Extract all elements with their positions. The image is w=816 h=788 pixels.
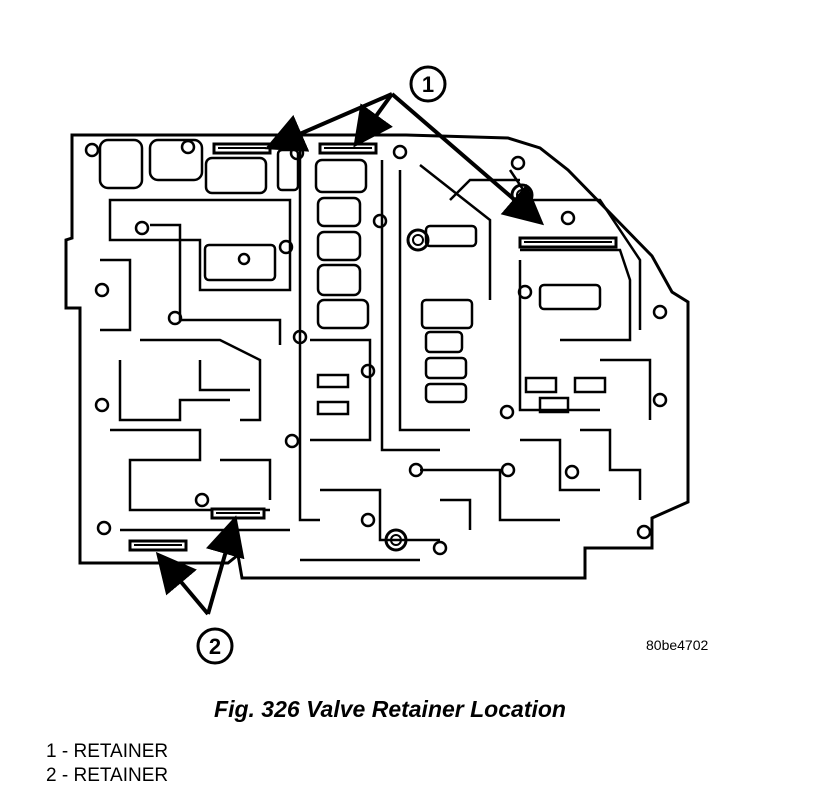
callout-2-number: 2 xyxy=(209,634,221,659)
legend: 1 - RETAINER 2 - RETAINER xyxy=(46,740,168,788)
legend-label: RETAINER xyxy=(73,765,169,786)
legend-label: RETAINER xyxy=(73,741,169,762)
legend-number: 1 xyxy=(46,741,57,762)
callout-1-circle xyxy=(409,65,447,103)
callout-1-arrows xyxy=(264,92,545,226)
check-balls xyxy=(384,183,534,552)
callout-1-number: 1 xyxy=(422,72,434,97)
retainer-1-group xyxy=(212,142,618,249)
figure-caption: Fig. 326 Valve Retainer Location xyxy=(214,696,566,722)
valve-body-diagram: 1 2 xyxy=(64,65,690,665)
legend-item: 1 - RETAINER xyxy=(46,740,168,764)
bolt-holes xyxy=(84,139,668,556)
callout-2-arrows xyxy=(155,515,245,616)
callout-2-circle xyxy=(196,627,234,665)
legend-separator: - xyxy=(56,741,74,762)
valve-body-outline xyxy=(64,133,690,580)
figure-id: 80be4702 xyxy=(646,637,709,653)
legend-separator: - xyxy=(56,765,74,786)
legend-item: 2 - RETAINER xyxy=(46,764,168,788)
callout-1: 1 xyxy=(409,65,447,103)
callout-2: 2 xyxy=(196,627,234,665)
passage-network xyxy=(98,138,652,562)
legend-number: 2 xyxy=(46,765,57,786)
